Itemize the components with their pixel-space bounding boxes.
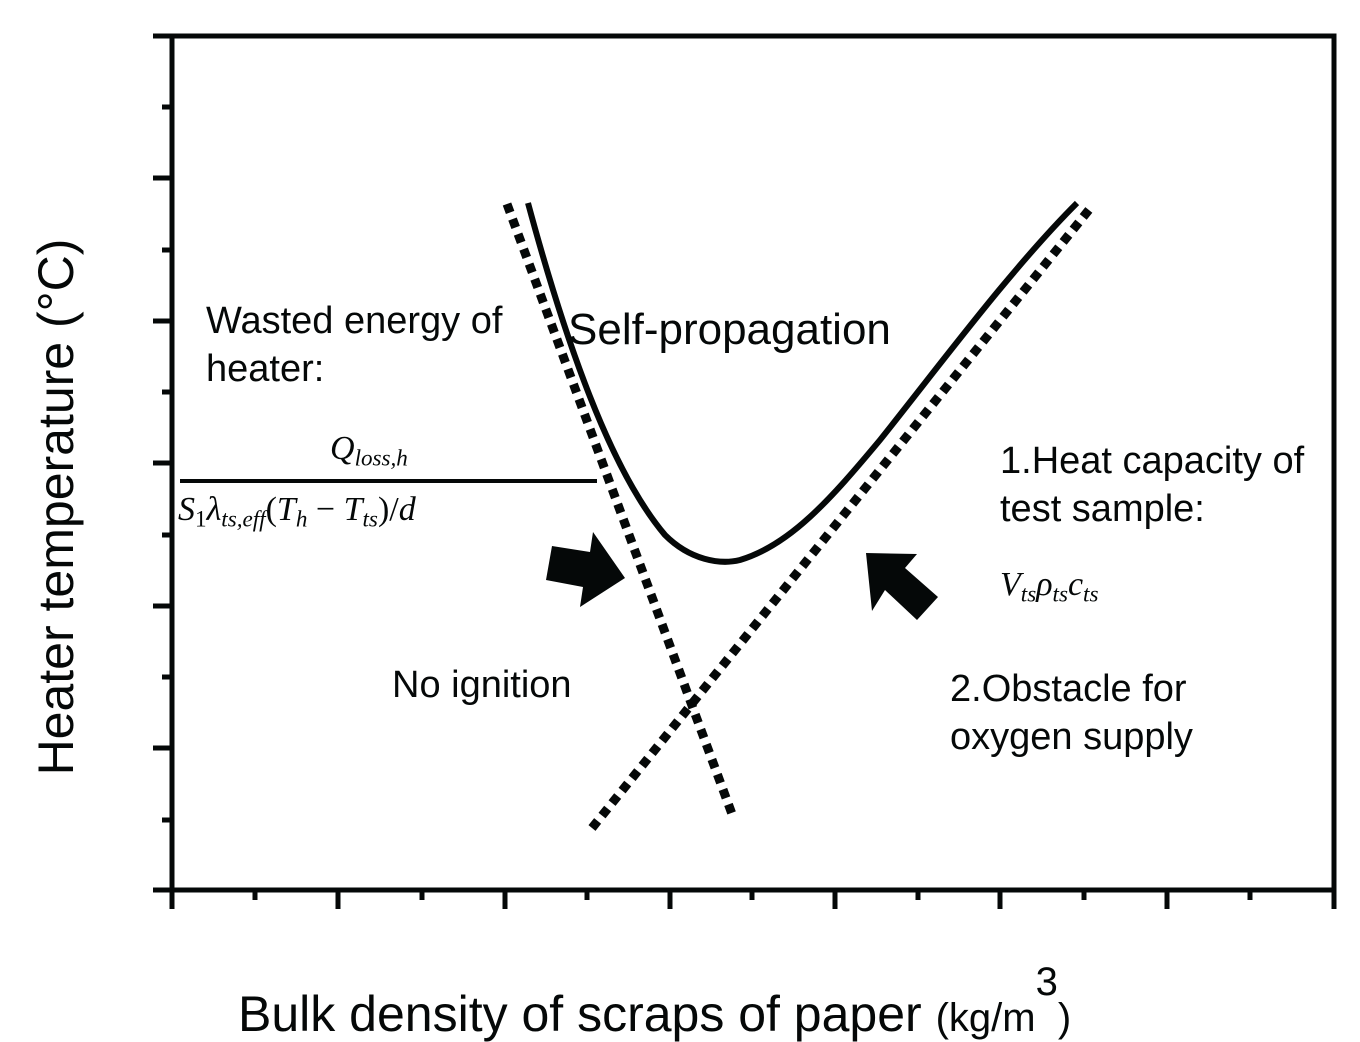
x-axis-label: Bulk density of scraps of paper (kg/m3) bbox=[238, 960, 1072, 1042]
no-ignition-label: No ignition bbox=[392, 664, 572, 706]
formula-denominator: S1λts,eff(Th − Tts)/d bbox=[178, 491, 416, 533]
y-axis-label: Heater temperature (°C) bbox=[28, 238, 84, 776]
heat-capacity-limit-line bbox=[588, 203, 1096, 831]
arrow-right-icon bbox=[546, 532, 625, 607]
heat-capacity-formula: Vtsρtscts bbox=[1000, 566, 1099, 608]
heat-capacity-label: 1.Heat capacity of test sample: bbox=[1000, 440, 1305, 530]
x-axis-ticks bbox=[169, 890, 1337, 909]
self-propagation-label: Self-propagation bbox=[568, 305, 891, 354]
wasted-energy-label: Wasted energy of heater: bbox=[206, 300, 503, 390]
ignition-boundary-curve bbox=[525, 200, 1080, 565]
heat-loss-limit-line bbox=[502, 202, 737, 816]
oxygen-obstacle-label: 2.Obstacle for oxygen supply bbox=[950, 668, 1193, 758]
formula-numerator: Qloss,h bbox=[330, 430, 408, 472]
y-axis-ticks bbox=[153, 104, 172, 893]
arrow-up-left-icon bbox=[866, 553, 938, 620]
